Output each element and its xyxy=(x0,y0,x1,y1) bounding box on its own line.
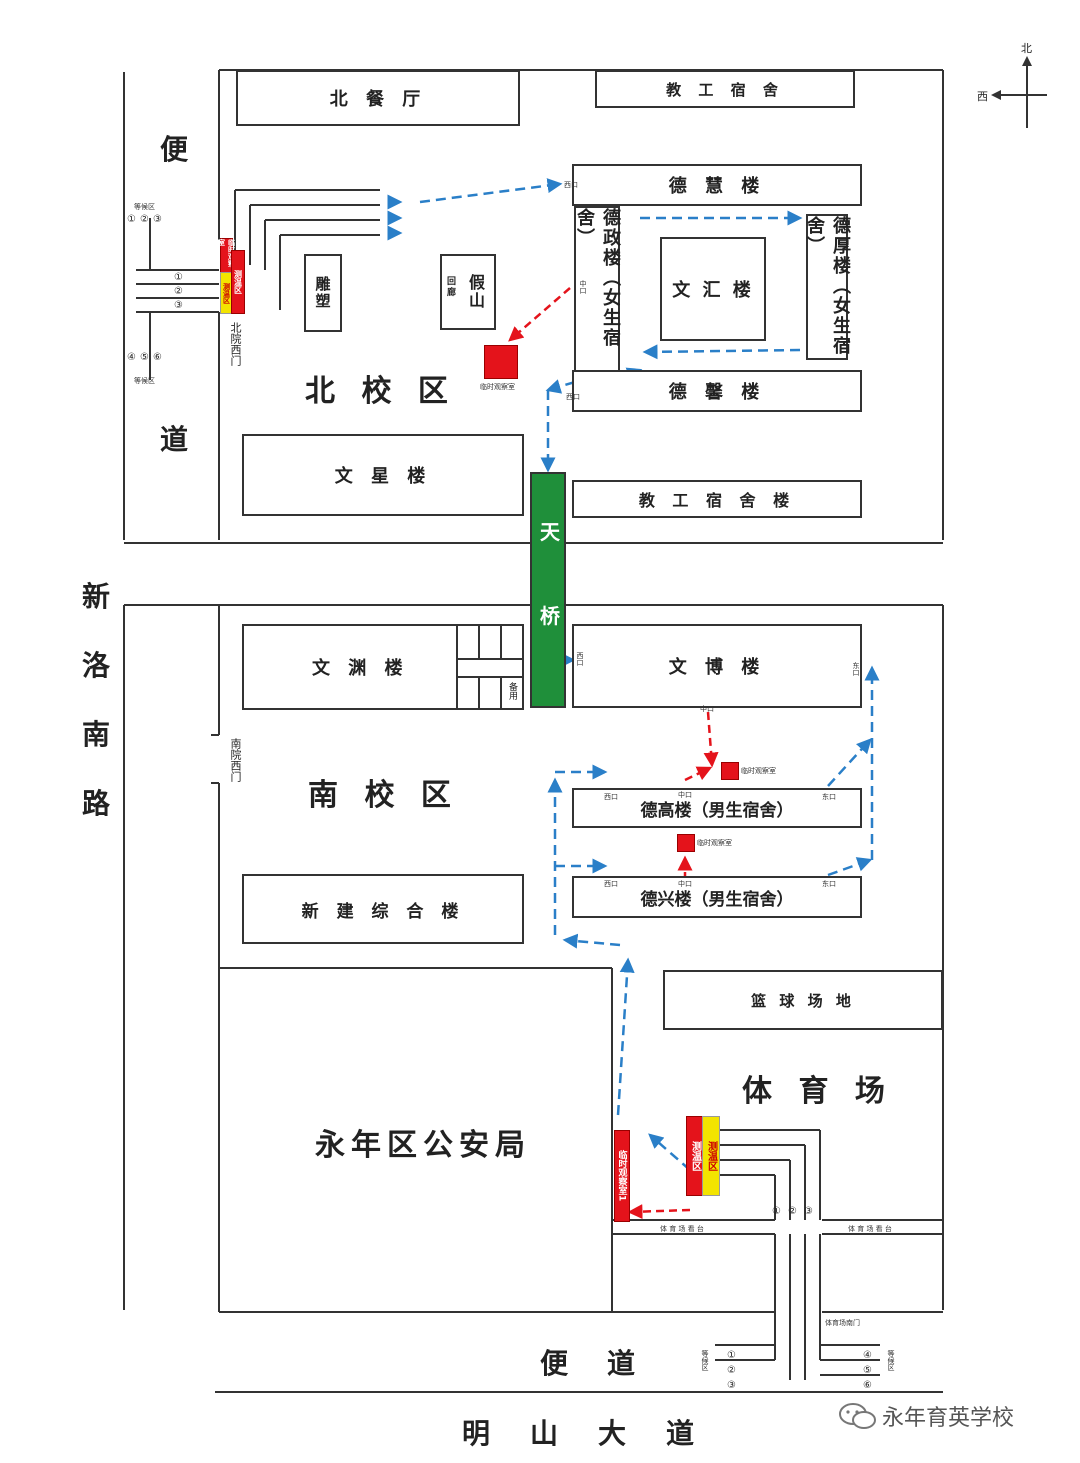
door-degao-west: 西口 xyxy=(604,793,618,801)
road-mingshan-2: 山 xyxy=(530,1417,559,1450)
north-temp-observation-label: 临时观察室 xyxy=(480,383,515,391)
north-wait-area-bottom: 等候区 xyxy=(134,377,155,385)
building-wenhui: 文 汇 楼 xyxy=(660,237,766,341)
stadium-stand-left: 体 育 场 看 台 xyxy=(660,1225,704,1233)
north-west-gate: 北院西门 xyxy=(229,322,242,366)
north-lane-1: ① xyxy=(127,214,136,225)
door-dexing-west: 西口 xyxy=(604,880,618,888)
road-xinluo-3: 南 xyxy=(82,718,111,751)
temp-observation-room-1: 临时观察室1 xyxy=(614,1130,630,1222)
road-biandao-bottom-2: 道 xyxy=(607,1347,636,1380)
stadium-lane-b3: ③ xyxy=(727,1380,736,1391)
north-lane-3: ③ xyxy=(153,214,162,225)
building-new-complex: 新 建 综 合 楼 xyxy=(242,874,524,944)
door-dezheng-middle: 中口 xyxy=(579,280,587,294)
building-diaosu: 雕塑 xyxy=(304,254,342,332)
compass-north: 北 xyxy=(1021,42,1032,55)
wenyuan-spare: 备用 xyxy=(507,682,517,700)
wechat-logo-icon xyxy=(839,1403,876,1429)
north-lane-c: ③ xyxy=(174,300,183,311)
road-mingshan-1: 明 xyxy=(462,1417,491,1450)
north-wait-area-top: 等候区 xyxy=(134,203,155,211)
door-dexin-west: 西口 xyxy=(566,393,580,401)
south-west-gate: 南院西门 xyxy=(229,738,242,782)
stadium-lane-b2: ② xyxy=(727,1365,736,1376)
area-south-campus: 南 校 区 xyxy=(308,778,459,813)
door-wenbo-middle: 中口 xyxy=(700,705,714,713)
road-xinluo-2: 洛 xyxy=(82,649,111,682)
building-degao: 德高楼（男生宿舍） xyxy=(572,788,862,828)
sky-bridge-char-2: 桥 xyxy=(540,604,560,628)
door-dexing-middle: 中口 xyxy=(678,880,692,888)
road-xinluo-4: 路 xyxy=(82,787,111,820)
building-wenbo: 文 博 楼 xyxy=(572,624,862,708)
stadium-south-gate: 体育场南门 xyxy=(825,1319,860,1327)
north-zone-red: 测温区 xyxy=(231,250,245,314)
area-north-campus: 北 校 区 xyxy=(305,374,456,409)
degao-temp-observation-label: 临时观察室 xyxy=(741,767,776,775)
door-degao-middle: 中口 xyxy=(678,791,692,799)
sky-bridge: 天 桥 xyxy=(530,472,566,708)
door-degao-east: 东口 xyxy=(822,793,836,801)
north-lane-6: ⑥ xyxy=(153,352,162,363)
building-dezheng: 德政楼（女生宿舍） xyxy=(574,206,621,376)
north-lane-b: ② xyxy=(174,286,183,297)
degao-temp-observation-box xyxy=(721,762,739,780)
door-dehui-west: 西口 xyxy=(564,181,578,189)
door-wenbo-west: 西口 xyxy=(576,652,584,666)
stadium-lane-1: ① xyxy=(772,1206,781,1217)
area-police: 永年区公安局 xyxy=(315,1128,531,1163)
stadium-lane-b1: ① xyxy=(727,1350,736,1361)
building-wenyuan: 文 渊 楼 xyxy=(242,624,524,710)
stadium-lane-2: ② xyxy=(788,1206,797,1217)
building-wenxing: 文 星 楼 xyxy=(242,434,524,516)
building-north-canteen: 北 餐 厅 xyxy=(236,70,520,126)
area-stadium: 体 育 场 xyxy=(742,1074,893,1109)
road-biandao-left-top: 便 xyxy=(160,133,189,166)
building-dexin: 德 馨 楼 xyxy=(572,370,862,412)
stadium-lane-3: ③ xyxy=(804,1206,813,1217)
stadium-lane-b4: ④ xyxy=(863,1350,872,1361)
stadium-zone-yellow: 测温区 xyxy=(702,1116,720,1196)
north-lane-2: ② xyxy=(140,214,149,225)
building-dexing: 德兴楼（男生宿舍） xyxy=(572,876,862,918)
watermark-school-name: 永年育英学校 xyxy=(882,1406,1015,1431)
road-mingshan-4: 道 xyxy=(666,1417,695,1450)
door-wenbo-east: 东口 xyxy=(852,662,860,676)
road-mingshan-3: 大 xyxy=(598,1417,627,1450)
stadium-lane-b5: ⑤ xyxy=(863,1365,872,1376)
sky-bridge-char-1: 天 xyxy=(540,520,560,544)
road-biandao-left-bottom: 道 xyxy=(160,423,189,456)
dexing-temp-observation-label: 临时观察室 xyxy=(697,839,732,847)
stadium-lane-b6: ⑥ xyxy=(863,1380,872,1391)
compass-west: 西 xyxy=(977,90,988,103)
building-basketball: 篮 球 场 地 xyxy=(663,970,943,1030)
building-staff-dorm: 教 工 宿 舍 楼 xyxy=(572,480,862,518)
north-lane-a: ① xyxy=(174,272,183,283)
building-dehui: 德 慧 楼 xyxy=(572,164,862,206)
stadium-stand-right: 体 育 场 看 台 xyxy=(848,1225,892,1233)
north-temp-observation-box xyxy=(484,345,518,379)
building-staff-dorm-top: 教 工 宿 舍 xyxy=(595,70,855,108)
road-biandao-bottom-1: 便 xyxy=(540,1347,569,1380)
building-jiashan: 回廊 假山 xyxy=(440,254,496,330)
road-xinluo-1: 新 xyxy=(82,580,111,613)
north-lane-4: ④ xyxy=(127,352,136,363)
door-dexing-east: 东口 xyxy=(822,880,836,888)
wenyuan-stairs: 备用 xyxy=(456,624,524,710)
building-dehou: 德厚楼（女生宿舍） xyxy=(804,214,851,360)
stadium-wait-area-left: 等候区 xyxy=(701,1350,709,1371)
north-lane-5: ⑤ xyxy=(140,352,149,363)
compass-arrow-icon xyxy=(991,56,1047,128)
dexing-temp-observation-box xyxy=(677,834,695,852)
stadium-wait-area-right: 等候区 xyxy=(887,1350,895,1371)
